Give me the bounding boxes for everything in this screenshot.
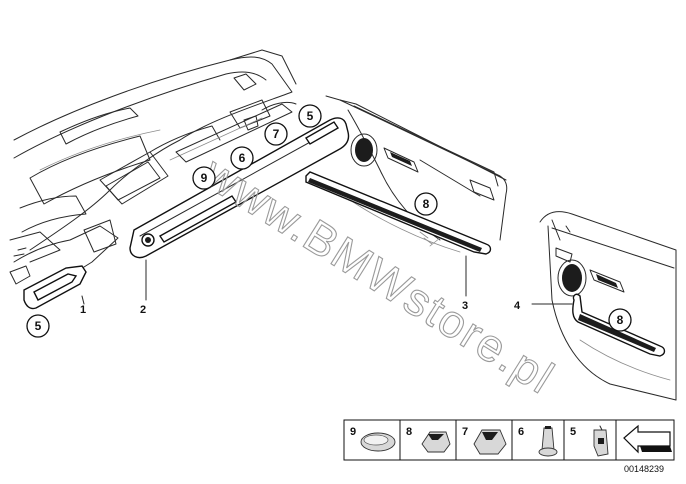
callout-label: 6 [239,151,246,165]
part-label-1: 1 [80,304,86,316]
leader-lines [81,255,573,305]
callout-label: 8 [423,197,430,211]
legend-number-8: 8 [406,426,412,438]
callout-9: 9 [192,166,216,190]
retainer-icon [473,429,507,455]
legend-number-9: 9 [350,426,356,438]
oval-cap-icon [360,432,396,452]
callout-5-top: 5 [298,104,322,128]
arrow-icon [623,424,672,454]
callout-8-rear: 8 [608,308,632,332]
callout-6: 6 [230,146,254,170]
legend-number-6: 6 [518,426,524,438]
door-panel-drawing [539,211,677,401]
push-pin-icon [538,426,558,457]
reference-number: 00148239 [624,464,664,474]
callout-label: 9 [201,171,208,185]
clip-icon [421,431,451,453]
part-label-3: 3 [462,300,468,312]
trim-part-1 [23,265,87,310]
callout-label: 5 [307,109,314,123]
spring-clip-icon [593,425,609,457]
callout-label: 7 [273,127,280,141]
watermark: www.BMWstore.pl [194,146,564,404]
door-panel-drawing [305,95,508,255]
legend-number-5: 5 [570,426,576,438]
callout-8-front: 8 [414,192,438,216]
callout-label: 8 [617,313,624,327]
dashboard-drawing [9,49,297,285]
callout-label: 5 [35,319,42,333]
trim-part-2 [129,117,350,259]
callout-5-left: 5 [26,314,50,338]
part-label-2: 2 [140,304,146,316]
part-label-4: 4 [514,300,521,312]
legend-number-7: 7 [462,426,468,438]
parts-legend: 9 8 7 6 5 [343,419,675,461]
callout-7: 7 [264,122,288,146]
